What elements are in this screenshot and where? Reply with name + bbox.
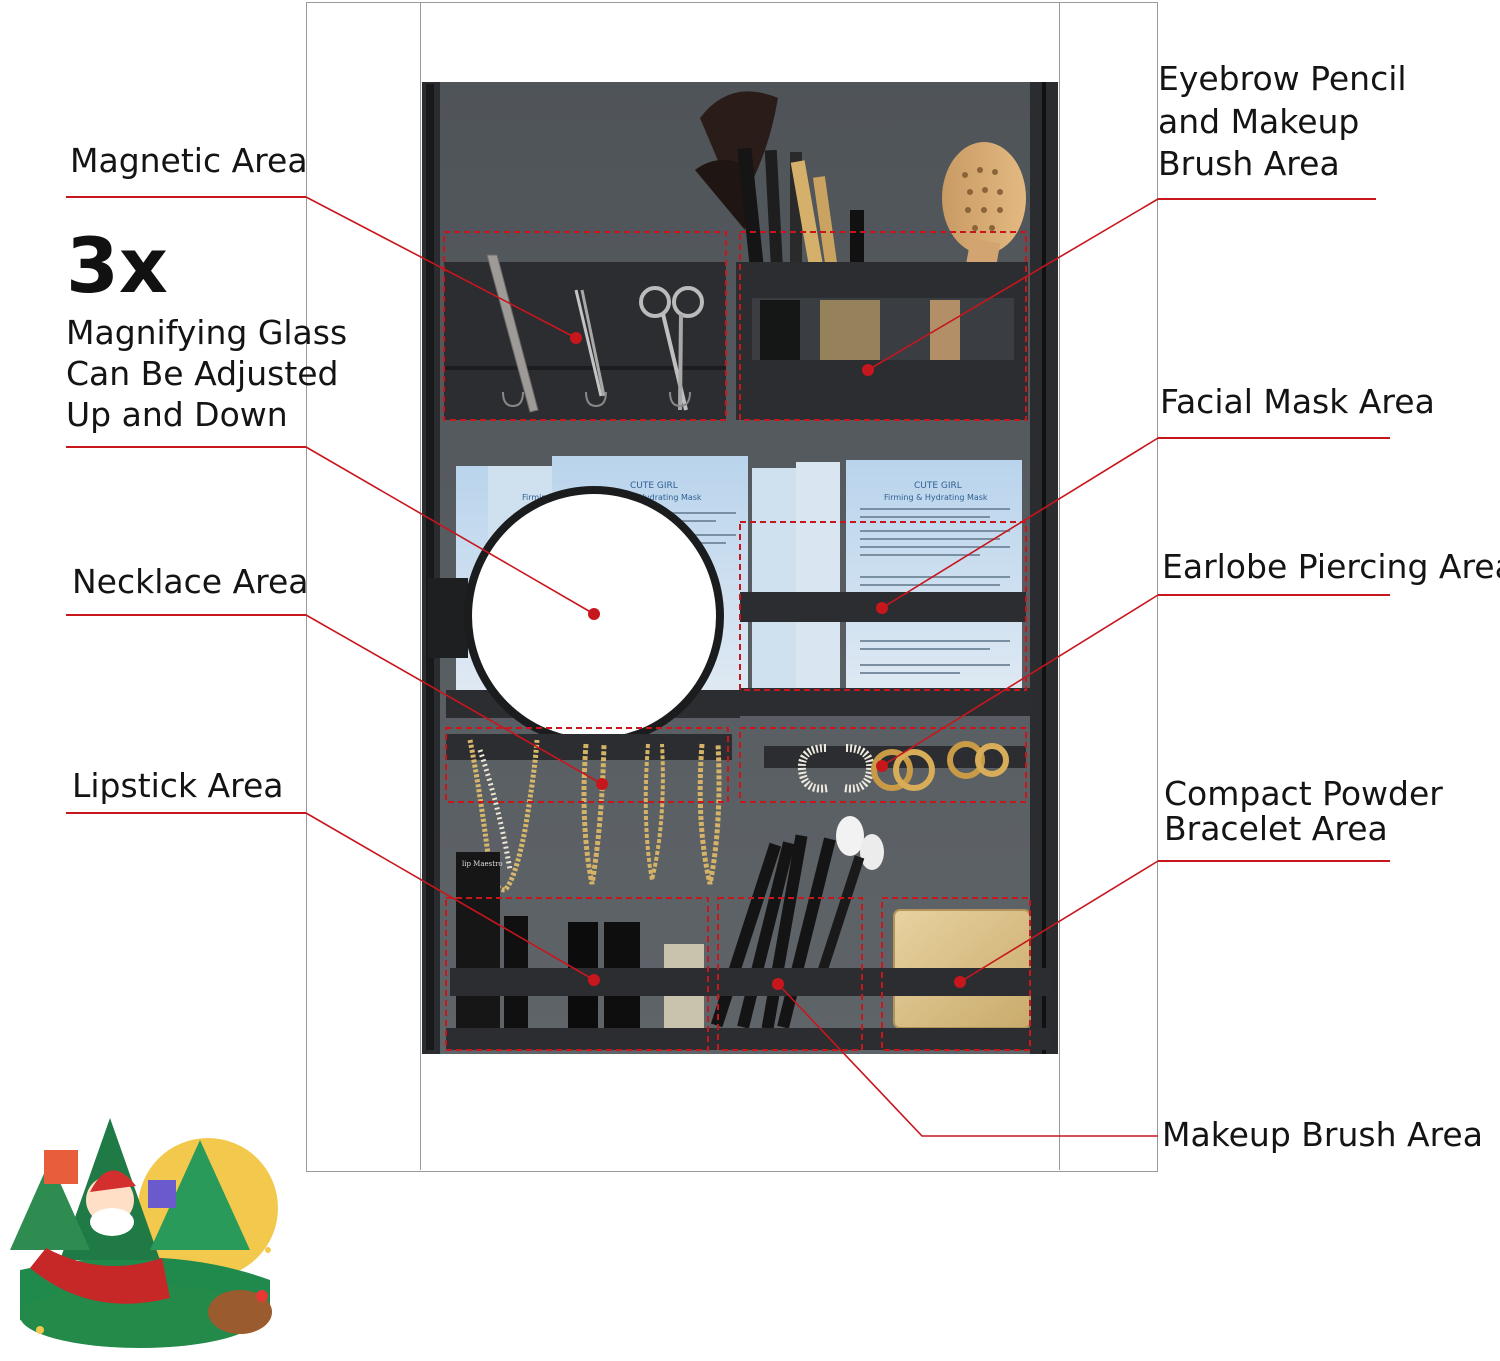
- magnifier-label-line-2: Can Be Adjusted: [66, 354, 339, 393]
- mask-partial-product: Firmin: [522, 493, 546, 502]
- mask-product-1: Firming & Hydrating Mask: [598, 493, 702, 502]
- magnetic-area-label: Magnetic Area: [70, 141, 308, 180]
- magnifier-label-line-1: Magnifying Glass: [66, 313, 348, 352]
- eyebrow-label-line-1: Eyebrow Pencil: [1158, 59, 1407, 98]
- magnetic-tray: [444, 254, 726, 420]
- compact-label-line-2: Bracelet Area: [1164, 809, 1388, 848]
- mask-brand-2: CUTE GIRL: [914, 481, 962, 491]
- leader-lines: [305, 196, 1159, 1137]
- earlobe-area-underline: [1158, 594, 1390, 596]
- christmas-decoration: [10, 1118, 278, 1348]
- lipstick-area-label: Lipstick Area: [72, 766, 284, 805]
- mask-brand-1: CUTE GIRL: [630, 481, 678, 491]
- necklace-bar: [446, 734, 732, 893]
- brush-cup-top: [695, 91, 1028, 420]
- earring-bar: [764, 741, 1026, 793]
- magnifier-underline: [66, 446, 306, 448]
- makeup-brush-area-label: Makeup Brush Area: [1162, 1115, 1483, 1154]
- zone-outlines: [443, 231, 1031, 1051]
- compact-area-underline: [1158, 860, 1390, 862]
- facial-mask-area-underline: [1158, 437, 1390, 439]
- facial-mask-area-label: Facial Mask Area: [1160, 382, 1435, 421]
- magnifier-3x-label: 3x: [66, 221, 168, 310]
- lipstick-area-underline: [66, 812, 306, 814]
- necklace-area-label: Necklace Area: [72, 562, 309, 601]
- photo-frame-outer: [306, 2, 1158, 1172]
- eyebrow-label-line-3: Brush Area: [1158, 144, 1340, 183]
- compact-label-line-1: Compact Powder: [1164, 774, 1443, 813]
- necklace-area-underline: [66, 614, 306, 616]
- leader-dots: [570, 332, 966, 990]
- earlobe-piercing-area-label: Earlobe Piercing Area: [1162, 547, 1500, 586]
- photo-frame-inner: [420, 2, 1060, 1170]
- lipstick-box-text: lip Maestro: [462, 860, 503, 868]
- bottom-shelf: [446, 816, 1052, 1050]
- eyebrow-area-underline: [1158, 198, 1376, 200]
- magnetic-area-underline: [66, 196, 306, 198]
- eyebrow-label-line-2: and Makeup: [1158, 102, 1360, 141]
- mask-product-2: Firming & Hydrating Mask: [884, 493, 988, 502]
- magnifier-label-line-3: Up and Down: [66, 395, 288, 434]
